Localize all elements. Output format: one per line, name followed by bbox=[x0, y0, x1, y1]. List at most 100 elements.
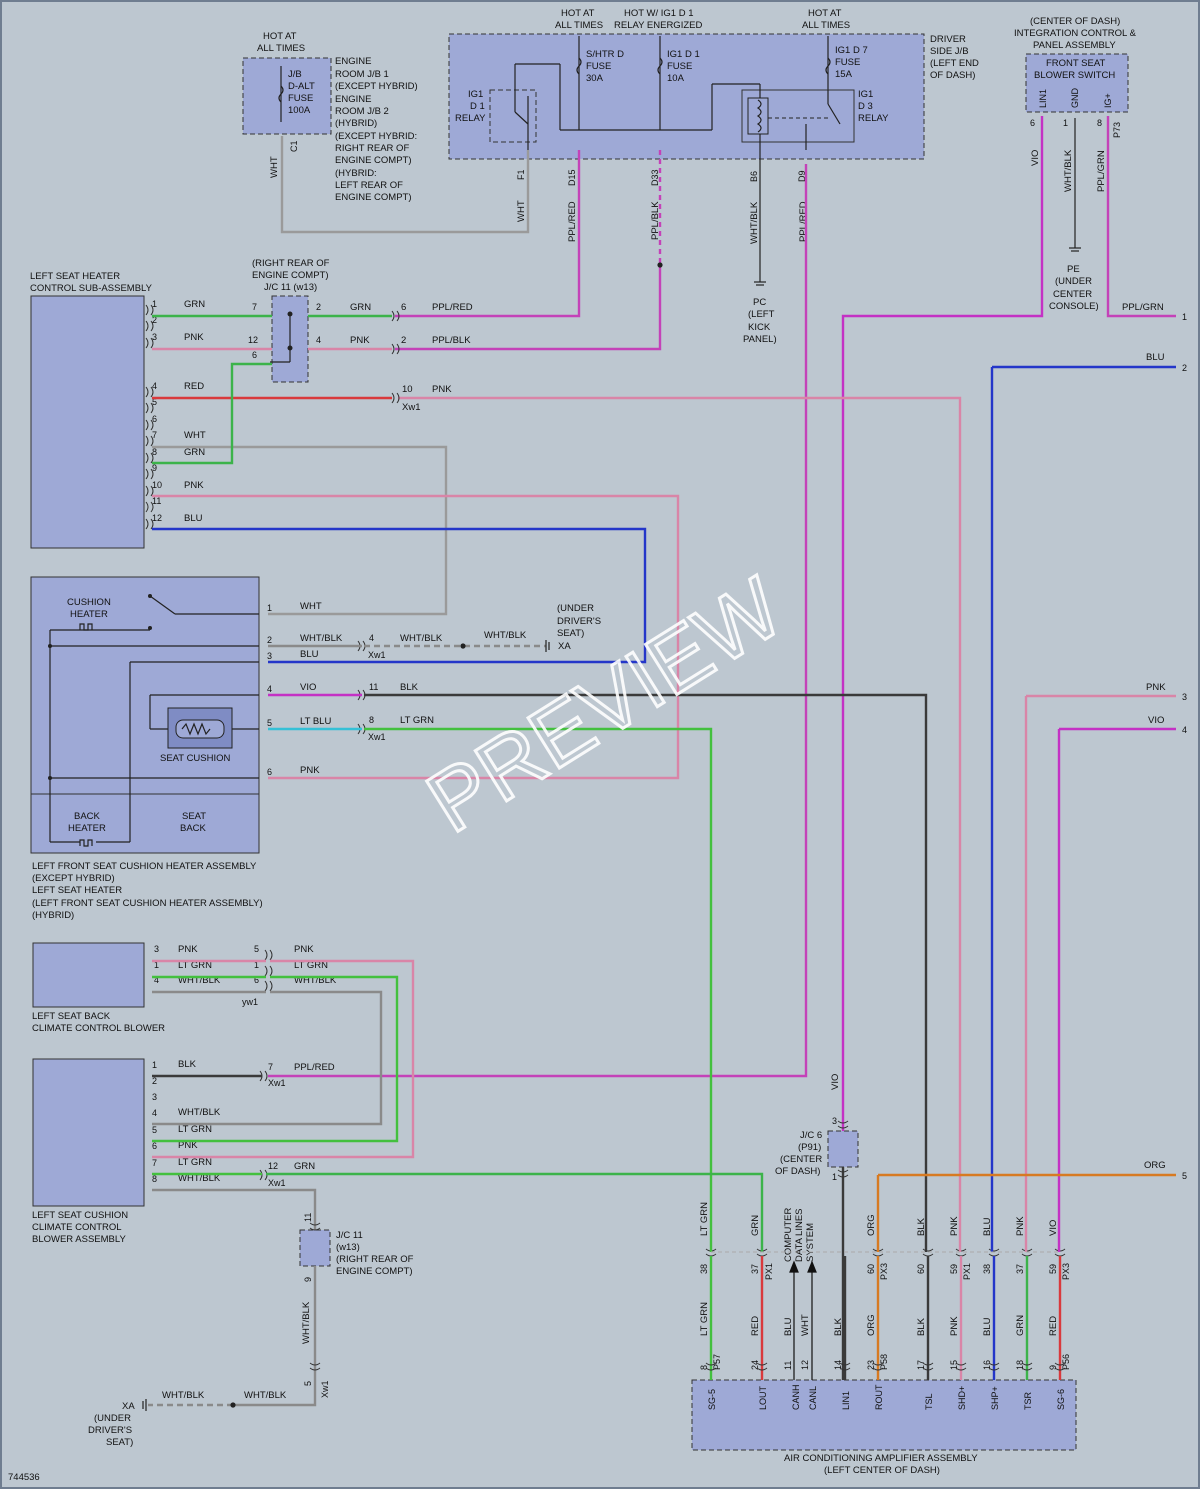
text-label: 5 bbox=[1182, 1171, 1187, 1181]
text-label: 37 bbox=[750, 1264, 760, 1274]
connector-icon bbox=[145, 485, 154, 497]
text-label: PNK bbox=[178, 1140, 198, 1151]
text-label: yw1 bbox=[242, 997, 258, 1007]
connector-icon bbox=[145, 320, 154, 332]
wire-bb-pnk-2 bbox=[152, 959, 415, 1159]
text-label: 4 bbox=[152, 381, 157, 391]
text-label: LT BLU bbox=[300, 716, 331, 727]
hot-label: ALL TIMES bbox=[802, 20, 850, 31]
wire-ppl-red-d9 bbox=[268, 164, 808, 1078]
wire-wht-7 bbox=[152, 445, 448, 616]
junction-dot bbox=[657, 262, 663, 268]
connector-icon bbox=[837, 1169, 849, 1178]
text-label: LT GRN bbox=[699, 1202, 710, 1236]
wire-bb-ltgrn-2 bbox=[152, 975, 399, 1143]
connector-icon bbox=[309, 1222, 321, 1231]
connector-icon bbox=[145, 468, 154, 480]
text-label: 9 bbox=[1048, 1365, 1058, 1370]
wire-label: WHT/BLK bbox=[301, 1301, 312, 1344]
pin-number: 8 bbox=[1097, 118, 1102, 128]
seat-back-label: SEAT bbox=[182, 811, 206, 822]
connector-icon bbox=[837, 1120, 849, 1129]
text-label: 11 bbox=[152, 496, 161, 506]
text-label: SHD+ bbox=[957, 1386, 967, 1410]
relay-label: D 1 bbox=[470, 101, 485, 112]
text-label: 5 bbox=[254, 944, 259, 954]
wire-ppl-blk bbox=[395, 262, 662, 351]
pin-number: 1 bbox=[1063, 118, 1068, 128]
text-label: VIO bbox=[1048, 1220, 1059, 1236]
wire-label: PPL/RED bbox=[432, 302, 473, 313]
wire-label: 6 bbox=[401, 302, 406, 313]
text-label: SHP+ bbox=[990, 1386, 1000, 1410]
pin-number: 9 bbox=[303, 1277, 313, 1282]
text-label: VIO bbox=[1148, 715, 1164, 726]
text-label: 1 bbox=[1182, 312, 1187, 322]
jc11-lower-box bbox=[299, 1229, 331, 1267]
text-label: CANH bbox=[791, 1384, 801, 1410]
hot-label: HOT AT bbox=[263, 31, 297, 42]
wire-vio-lin1 bbox=[841, 116, 1044, 1131]
text-label: WHT/BLK bbox=[484, 630, 527, 641]
text-label: 59 bbox=[949, 1264, 959, 1274]
wire-label: PPL/RED bbox=[567, 201, 578, 242]
text-label: 2 bbox=[152, 1076, 157, 1086]
cushion-blower-box bbox=[32, 1058, 145, 1207]
text-label: 1 bbox=[267, 603, 272, 613]
fuse-label: 30A bbox=[586, 73, 604, 84]
text-label: PNK bbox=[184, 480, 204, 491]
relay-label: RELAY bbox=[455, 113, 486, 124]
text-label: CANL bbox=[808, 1386, 818, 1410]
text-label: LOUT bbox=[758, 1385, 768, 1410]
text-label: 15 bbox=[949, 1360, 959, 1370]
text-label: 38 bbox=[699, 1264, 709, 1274]
text-label: WHT/BLK bbox=[400, 633, 443, 644]
pin-label: IG+ bbox=[1103, 93, 1113, 108]
left-seat-heater-control-box bbox=[30, 295, 145, 549]
connector-icon bbox=[988, 1362, 1000, 1371]
pin-number: 7 bbox=[252, 302, 257, 312]
fuse-label: S/HTR D bbox=[586, 49, 624, 60]
text-label: PX1 bbox=[764, 1263, 774, 1280]
integration-box bbox=[1025, 53, 1129, 113]
pin-number: 4 bbox=[316, 335, 321, 345]
text-label: WHT/BLK bbox=[300, 633, 343, 644]
wire-blk-11 bbox=[364, 693, 928, 1252]
fuse-label: 15A bbox=[835, 69, 853, 80]
back-heater-label: HEATER bbox=[68, 823, 106, 834]
jc6-box bbox=[827, 1130, 859, 1168]
connector-icon bbox=[309, 1362, 321, 1371]
connector-icon bbox=[145, 452, 154, 464]
comm-label-line: SYSTEM bbox=[805, 1223, 816, 1262]
jc11-junction bbox=[270, 311, 293, 363]
text-label: DRIVER'S bbox=[557, 616, 601, 627]
text-label: SEAT) bbox=[557, 628, 584, 639]
text-label: BLK bbox=[178, 1059, 197, 1070]
relay-label: D 3 bbox=[858, 101, 873, 112]
text-label: 7 bbox=[152, 1158, 157, 1168]
text-label: 2 bbox=[1182, 363, 1187, 373]
text-label: RED bbox=[184, 381, 204, 392]
hot-label: HOT AT bbox=[808, 8, 842, 19]
text-label: LT GRN bbox=[178, 960, 212, 971]
wire-bb-whtblk-2 bbox=[152, 990, 383, 1126]
seat-cushion-label: SEAT CUSHION bbox=[160, 753, 231, 764]
text-label: 7 bbox=[268, 1062, 273, 1072]
wire-grn-8 bbox=[152, 362, 272, 465]
text-label: LT GRN bbox=[699, 1302, 710, 1336]
text-label: 5 bbox=[152, 1125, 157, 1135]
text-label: GRN bbox=[184, 299, 205, 310]
text-label: 60 bbox=[866, 1264, 876, 1274]
wire-label: WHT bbox=[516, 200, 527, 222]
